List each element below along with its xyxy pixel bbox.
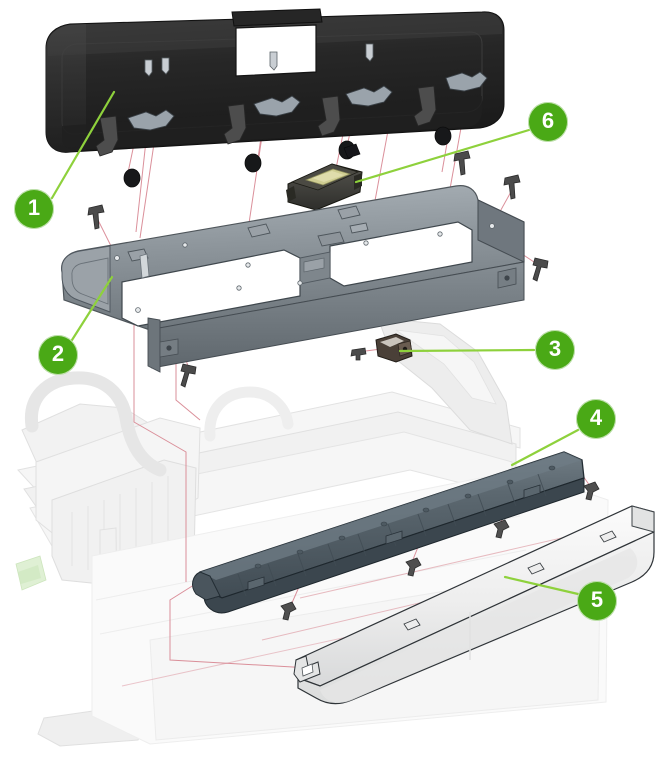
- part-encoder-window-module: [286, 143, 363, 211]
- callout-badge-6[interactable]: 6: [528, 102, 568, 142]
- callout-number-1: 1: [27, 195, 41, 220]
- callout-number-6: 6: [541, 108, 555, 133]
- callout-badge-3[interactable]: 3: [535, 330, 575, 370]
- screw: [503, 174, 521, 200]
- callout-leader-1: [50, 90, 116, 200]
- callout-leader-2: [70, 275, 114, 342]
- callout-leader-3: [398, 348, 536, 353]
- callout-number-3: 3: [548, 336, 562, 361]
- callout-badge-4[interactable]: 4: [576, 399, 616, 439]
- screw: [87, 204, 105, 230]
- part-cover-frame: [61, 185, 525, 373]
- part-output-deflector: [192, 451, 585, 614]
- callout-badge-2[interactable]: 2: [38, 335, 78, 375]
- cover-pins: [144, 43, 374, 77]
- cover-hinge-hooks: [95, 85, 437, 157]
- callout-leader-4: [510, 428, 580, 467]
- part-top-cover-panel: [45, 8, 505, 188]
- callout-number-5: 5: [590, 587, 604, 612]
- deflector-screws: [280, 481, 600, 621]
- callout-badge-5[interactable]: 5: [577, 581, 617, 621]
- screw: [180, 363, 197, 388]
- part-output-tray-panel: [293, 505, 655, 705]
- part-cover-sensor-bracket: [350, 333, 413, 363]
- callout-leader-6: [354, 128, 531, 184]
- callout-number-2: 2: [51, 341, 65, 366]
- callout-leader-lines: [50, 90, 580, 596]
- cover-leaf-clips: [127, 71, 488, 131]
- callout-badge-1[interactable]: 1: [14, 189, 54, 229]
- screws: [87, 150, 549, 388]
- callout-number-4: 4: [589, 405, 603, 430]
- screw: [532, 257, 549, 282]
- screw: [453, 150, 471, 176]
- callout-leader-5: [503, 575, 580, 596]
